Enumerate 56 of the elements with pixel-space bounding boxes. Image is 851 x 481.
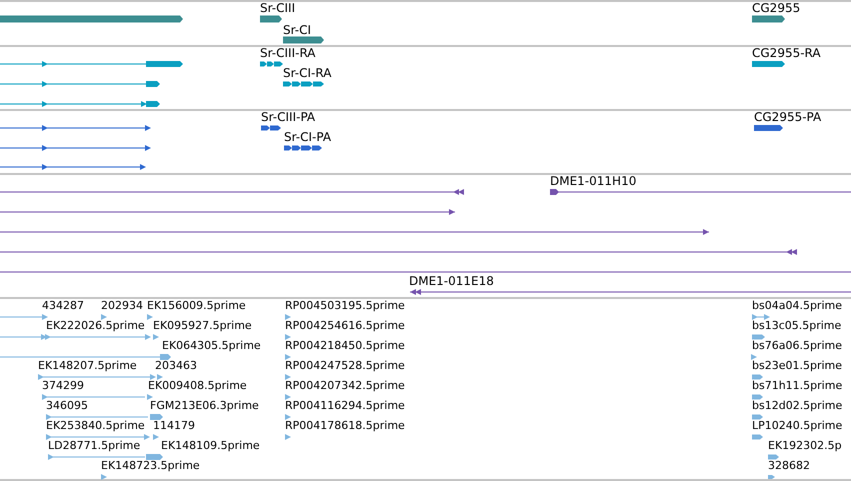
feature-label: LP10240.5prime	[752, 419, 842, 432]
feature-line	[0, 228, 709, 236]
feature-label: EK148109.5prime	[161, 439, 260, 452]
feature-label: RP004207342.5prime	[285, 379, 405, 392]
feature-label: RP004254616.5prime	[285, 319, 405, 332]
feature-label: EK009408.5prime	[148, 379, 247, 392]
feature-label: RP004218450.5prime	[285, 339, 405, 352]
feature-label: 346095	[46, 399, 89, 412]
feature-label: 328682	[768, 459, 810, 472]
feature-label: RP004247528.5prime	[285, 359, 405, 372]
feature-label: CG2955-PA	[754, 111, 822, 124]
feature-line	[0, 333, 47, 341]
feature-label: EK192302.5p	[768, 439, 842, 452]
feature-label: Sr-CI-PA	[284, 131, 332, 144]
feature-label: 114179	[153, 419, 195, 432]
feature-label: CG2955-RA	[752, 47, 821, 60]
feature-label: bs23e01.5prime	[752, 359, 842, 372]
feature-label: DME1-011E18	[409, 275, 495, 288]
feature-label: bs13c05.5prime	[752, 319, 842, 332]
feature-line	[0, 100, 160, 108]
feature-bar	[0, 15, 183, 23]
feature-label: Sr-CIII-PA	[261, 111, 316, 124]
feature-label: EK095927.5prime	[153, 319, 252, 332]
feature-line	[0, 248, 797, 256]
feature-label: bs04a04.5prime	[752, 299, 842, 312]
feature-label: EK148207.5prime	[38, 359, 138, 372]
feature-label: 434287	[42, 299, 84, 312]
feature-line	[0, 188, 464, 196]
feature-label: 202934	[101, 299, 143, 312]
feature-label: LD28771.5prime	[48, 439, 142, 452]
feature-label: RP004503195.5prime	[285, 299, 405, 312]
feature-label: RP004178618.5prime	[285, 419, 405, 432]
feature-line	[0, 80, 160, 88]
feature-label: 203463	[155, 359, 197, 372]
feature-label: EK156009.5prime	[147, 299, 246, 312]
feature-label: DME1-011H10	[550, 175, 638, 188]
feature-label: EK253840.5prime	[46, 419, 146, 432]
feature-label: Sr-CI-RA	[283, 67, 332, 80]
feature-line	[0, 163, 146, 171]
feature-label: bs12d02.5prime	[752, 399, 842, 412]
feature-line	[0, 208, 455, 216]
feature-line	[0, 144, 151, 152]
feature-label: 374299	[42, 379, 85, 392]
feature-label: Sr-CI	[283, 24, 312, 37]
feature-label: bs76a06.5prime	[752, 339, 842, 352]
feature-label: FGM213E06.3prime	[150, 399, 259, 412]
feature-label: Sr-CIII	[260, 2, 296, 15]
feature-label: CG2955	[752, 2, 800, 15]
feature-label: RP004116294.5prime	[285, 399, 405, 412]
feature-label: EK148723.5prime	[101, 459, 200, 472]
feature-label: EK064305.5prime	[162, 339, 261, 352]
feature-line	[0, 60, 183, 68]
feature-label: Sr-CIII-RA	[260, 47, 316, 60]
feature-label: EK222026.5prime	[46, 319, 146, 332]
feature-line	[0, 124, 151, 132]
feature-label: bs71h11.5prime	[752, 379, 842, 392]
